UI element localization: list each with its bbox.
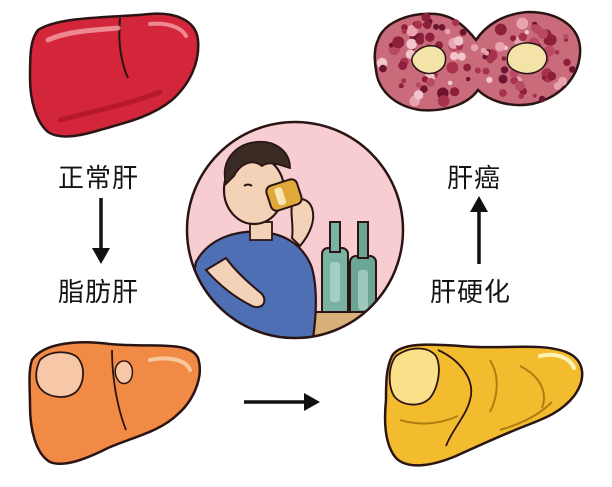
- cancer-nodule: [532, 93, 537, 98]
- fatty-liver-image: [28, 341, 201, 465]
- cancer-nodule: [494, 23, 507, 36]
- cancer-nodule: [379, 64, 387, 73]
- cancer-nodule: [510, 35, 517, 42]
- cancer-nodule: [553, 82, 562, 90]
- cancer-nodule: [415, 35, 425, 45]
- cancer-nodule: [554, 50, 560, 55]
- cancer-nodule: [459, 28, 467, 36]
- cancer-nodule: [457, 52, 466, 61]
- cancer-nodule: [413, 90, 424, 100]
- cancer-nodule: [423, 21, 432, 29]
- cirrhosis-liver-image: [383, 343, 584, 467]
- cancer-nodule: [420, 85, 428, 93]
- cancer-nodule: [501, 56, 507, 61]
- label-liver-cirrhosis: 肝硬化: [430, 278, 512, 308]
- cancer-nodule: [474, 67, 481, 74]
- drinking-man-illustration: [185, 120, 405, 340]
- cancer-nodule: [482, 54, 488, 60]
- cancer-nodule: [486, 56, 494, 64]
- cancer-nodule: [426, 77, 435, 87]
- normal-liver-image: [28, 12, 200, 138]
- cancer-nodules: [376, 12, 576, 107]
- cancer-nodule: [569, 66, 576, 73]
- cancer-nodule: [406, 25, 418, 37]
- cancer-liver-image: [373, 10, 582, 112]
- cancer-nodule: [450, 87, 460, 97]
- cancer-nodule: [500, 66, 509, 74]
- cancer-nodule: [547, 71, 557, 81]
- cancer-nodule: [524, 30, 529, 35]
- cancer-nodule: [498, 74, 508, 84]
- cancer-nodule: [415, 82, 421, 88]
- cancer-nodule: [401, 78, 407, 84]
- cancer-nodule: [450, 52, 459, 61]
- arrow-fatty-to-cirrhosis: [244, 393, 320, 411]
- cancer-nodule: [447, 80, 453, 86]
- cancer-nodule: [484, 50, 490, 56]
- beer-can: [265, 178, 303, 212]
- cancer-nodule: [499, 89, 507, 97]
- cancer-nodule: [413, 20, 423, 29]
- cancer-nodule: [398, 83, 404, 89]
- cancer-nodule: [388, 42, 394, 48]
- cancer-nodule: [421, 12, 431, 22]
- cancer-nodule: [444, 28, 451, 35]
- cancer-nodule: [398, 61, 408, 70]
- cancer-nodule: [401, 28, 407, 34]
- arrow-cirrhosis-to-cancer: [470, 196, 488, 264]
- cancer-nodule: [406, 38, 417, 50]
- cancer-nodule: [438, 24, 446, 31]
- cancer-nodule: [518, 32, 527, 42]
- cancer-nodule: [516, 17, 529, 30]
- cancer-nodule: [482, 67, 490, 75]
- label-normal-liver: 正常肝: [58, 164, 140, 194]
- label-fatty-liver: 脂肪肝: [58, 278, 140, 308]
- cancer-nodule: [392, 36, 405, 49]
- cancer-nodule: [518, 93, 524, 99]
- cancer-nodule: [433, 23, 440, 30]
- cancer-nodule: [514, 80, 525, 91]
- cancer-nodule: [541, 75, 547, 80]
- cancer-nodule: [425, 32, 435, 42]
- label-liver-cancer: 肝癌: [447, 164, 502, 194]
- cancer-nodule: [538, 95, 546, 103]
- cancer-nodule: [452, 19, 460, 27]
- arrow-normal-to-fatty: [92, 198, 110, 264]
- cancer-nodule: [537, 28, 549, 39]
- cancer-nodule: [437, 95, 450, 107]
- cancer-nodule: [446, 61, 459, 74]
- cancer-nodule: [563, 58, 571, 67]
- cancer-nodule: [486, 76, 493, 83]
- cancer-nodule: [563, 34, 569, 40]
- cancer-nodule: [453, 36, 464, 46]
- cancer-nodule: [470, 44, 479, 52]
- cancer-nodule: [495, 41, 505, 52]
- cancer-nodule: [463, 63, 472, 72]
- cancer-nodule: [466, 76, 471, 82]
